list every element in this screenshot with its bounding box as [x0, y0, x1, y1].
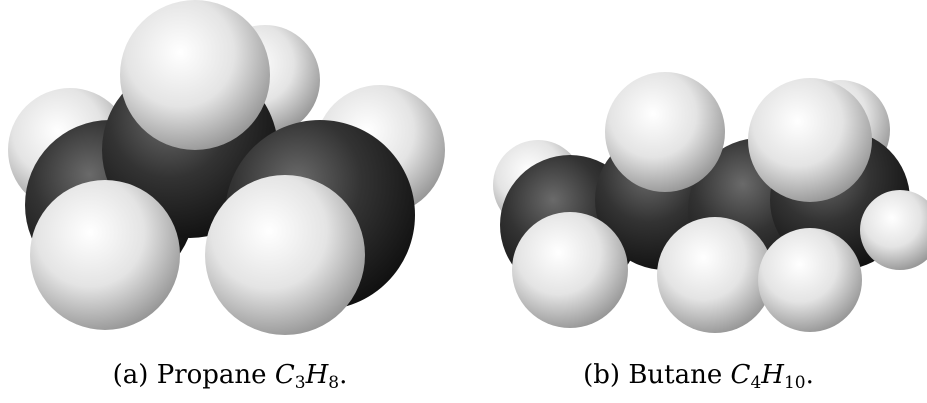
- caption-name: Butane: [628, 360, 723, 390]
- formula-carbon-count: 4: [750, 373, 762, 393]
- formula-carbon: C: [274, 360, 295, 390]
- caption-end: .: [339, 360, 348, 390]
- hydrogen-atom: [748, 78, 872, 202]
- hydrogen-atom: [758, 228, 862, 332]
- hydrogen-atom: [120, 0, 270, 150]
- caption-end: .: [805, 360, 814, 390]
- caption-label: (a): [112, 360, 149, 390]
- propane-model: [8, 0, 445, 335]
- formula-carbon: C: [730, 360, 751, 390]
- butane-figure: (b) Butane C4H10.: [470, 0, 927, 403]
- butane-caption: (b) Butane C4H10.: [470, 360, 927, 393]
- hydrogen-atom: [512, 212, 628, 328]
- formula-hydrogen-count: 10: [783, 373, 806, 393]
- hydrogen-atom: [860, 190, 927, 270]
- caption-label: (b): [583, 360, 621, 390]
- caption-name: Propane: [156, 360, 267, 390]
- formula-hydrogen: H: [761, 360, 784, 390]
- hydrogen-atom: [205, 175, 365, 335]
- butane-model: [493, 72, 927, 333]
- hydrogen-atom: [605, 72, 725, 192]
- propane-figure: (a) Propane C3H8.: [0, 0, 460, 403]
- formula-carbon-count: 3: [294, 373, 306, 393]
- hydrogen-atom: [30, 180, 180, 330]
- propane-caption: (a) Propane C3H8.: [0, 360, 460, 393]
- formula-hydrogen-count: 8: [328, 373, 340, 393]
- hydrogen-atom: [657, 217, 773, 333]
- formula-hydrogen: H: [305, 360, 329, 390]
